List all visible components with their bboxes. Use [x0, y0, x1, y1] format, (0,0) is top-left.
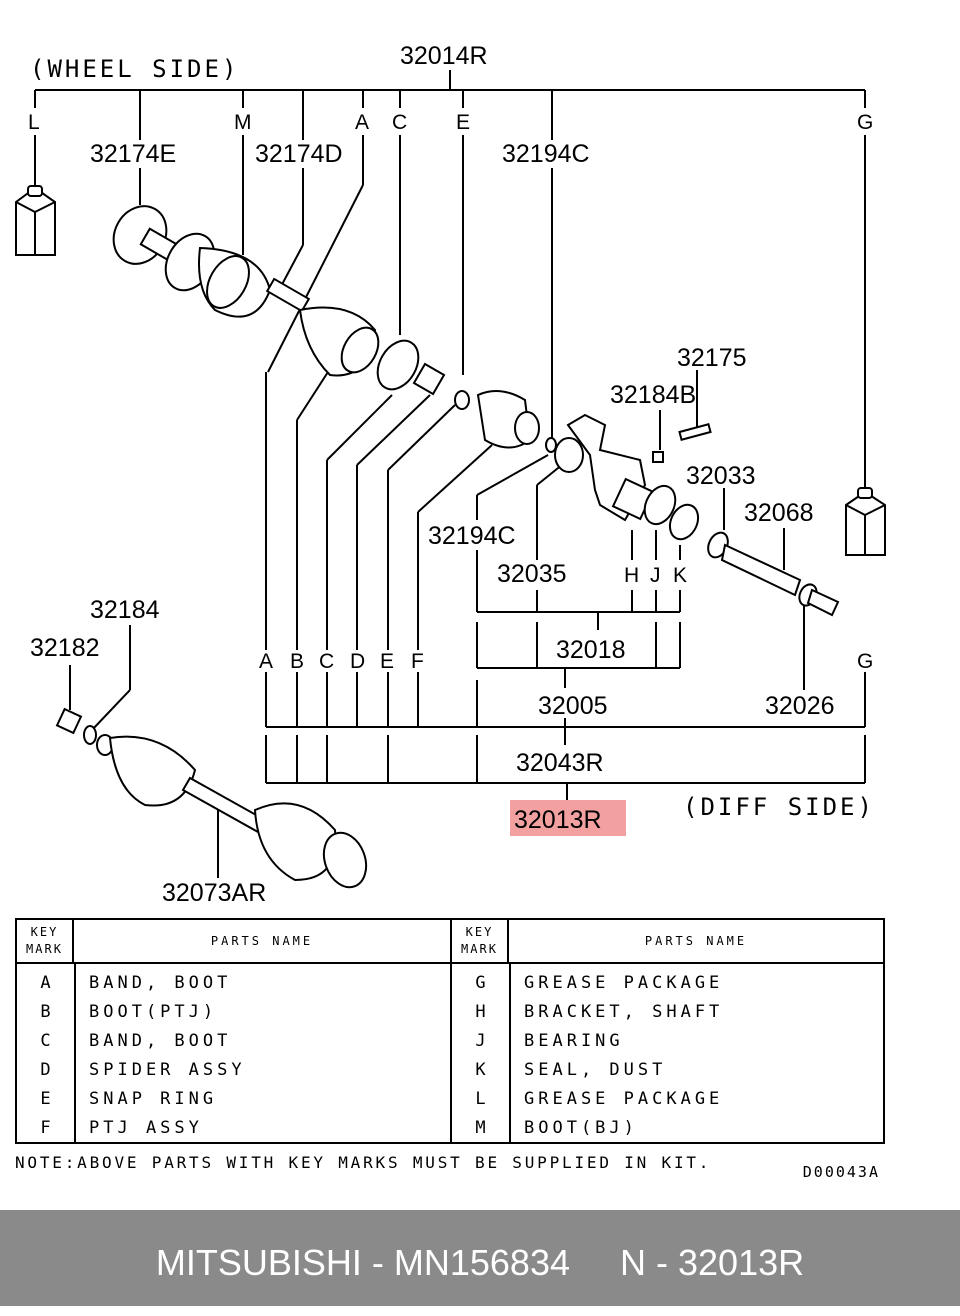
key-mark-G: G — [857, 650, 873, 673]
key-mark-C-top: C — [392, 111, 407, 134]
part-label-32194C-lower: 32194C — [428, 522, 516, 550]
part-label-32184: 32184 — [90, 596, 160, 624]
shaft-icon — [720, 543, 802, 597]
part-label-32005: 32005 — [538, 692, 608, 720]
grease-package-icon — [15, 185, 56, 256]
kit-note: NOTE:ABOVE PARTS WITH KEY MARKS MUST BE … — [15, 1153, 712, 1172]
part-label-32018: 32018 — [556, 636, 626, 664]
footer-part-info: MITSUBISHI - MN156834 N - 32013R — [155, 1242, 805, 1283]
part-label-32184B: 32184B — [610, 381, 696, 409]
key-mark-L: L — [28, 111, 40, 134]
grease-package-icon — [845, 487, 886, 556]
key-mark-K: K — [673, 564, 687, 587]
footer-bar: MITSUBISHI - MN156834 N - 32013R — [0, 1210, 960, 1306]
key-mark-C: C — [319, 650, 334, 673]
part-label-32174D: 32174D — [255, 140, 343, 168]
parts-name-header: PARTS NAME — [210, 934, 314, 948]
key-mark-A-top: A — [355, 111, 369, 134]
washer-icon — [83, 725, 97, 745]
diff-side-label: (DIFF SIDE) — [683, 793, 875, 821]
part-label-32182: 32182 — [30, 634, 100, 662]
part-label-32068: 32068 — [744, 499, 814, 527]
part-label-32026: 32026 — [765, 692, 835, 720]
key-mark-E-top: E — [456, 111, 470, 134]
wheel-side-label: (WHEEL SIDE) — [30, 55, 239, 83]
spider-assy-icon — [412, 362, 446, 396]
band-boot-icon — [376, 339, 420, 391]
key-mark-J: J — [650, 564, 661, 587]
parts-name-header: PARTS NAME — [644, 934, 748, 948]
complete-shaft-drawing — [55, 707, 368, 889]
part-label-32194C-top: 32194C — [502, 140, 590, 168]
key-mark-M: M — [234, 111, 252, 134]
bearing-icon — [643, 484, 677, 526]
key-mark-D: D — [350, 650, 365, 673]
nut-icon — [55, 707, 83, 735]
highlight-box — [510, 800, 626, 836]
part-label-32014R: 32014R — [400, 42, 488, 70]
drawing-code: D00043A — [802, 1163, 880, 1181]
part-label-32035: 32035 — [497, 560, 567, 588]
key-mark-F: F — [411, 650, 424, 673]
part-label-32073AR: 32073AR — [162, 879, 266, 907]
key-mark-G-top: G — [857, 111, 873, 134]
part-label-32013R-highlighted: 32013R — [514, 806, 602, 834]
exploded-parts-diagram: (WHEEL SIDE) (DIFF SIDE) 32014R 32174E 3… — [15, 42, 886, 907]
dust-seal-icon — [668, 503, 700, 541]
key-mark-B: B — [290, 650, 304, 673]
key-mark-E: E — [380, 650, 394, 673]
bolt-icon — [678, 423, 712, 441]
snap-ring-icon — [454, 390, 470, 410]
part-label-32043R: 32043R — [516, 749, 604, 777]
part-label-32175: 32175 — [677, 344, 747, 372]
driveshaft-exploded-drawing — [112, 205, 840, 617]
key-mark-A: A — [259, 650, 273, 673]
key-mark-H: H — [624, 564, 639, 587]
part-label-32174E: 32174E — [90, 140, 176, 168]
spacer-icon — [554, 437, 584, 473]
part-label-32033: 32033 — [686, 462, 756, 490]
